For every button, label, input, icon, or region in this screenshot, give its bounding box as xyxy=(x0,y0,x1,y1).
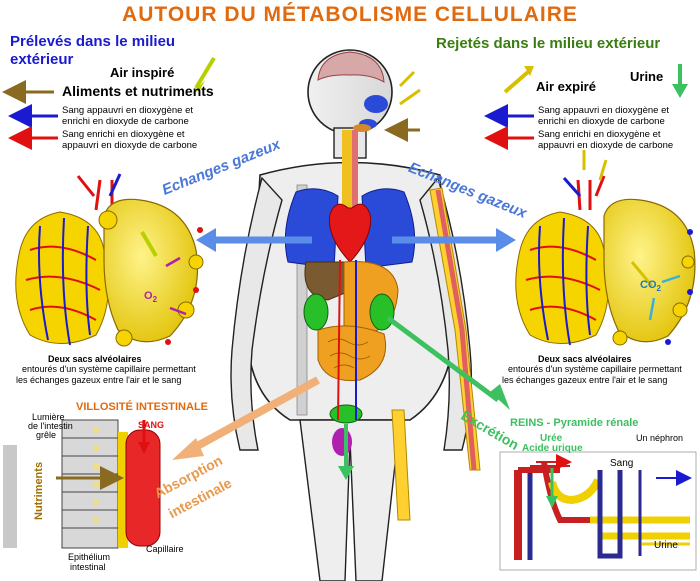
left-heading-line1: Prélevés dans le milieu xyxy=(10,33,176,50)
o2-label: O2 xyxy=(144,290,158,305)
sacs-right-line1: Deux sacs alvéolaires xyxy=(538,354,632,364)
sacs-right-line3: les échanges gazeux entre l'air et le sa… xyxy=(502,375,668,385)
human-figure xyxy=(230,49,481,581)
lumiere-line2: de l'intestin xyxy=(28,421,73,431)
urine-bottom-label: Urine xyxy=(654,540,678,551)
legend-red-right-line1: Sang enrichi en dioxygène et xyxy=(538,129,661,140)
epithelium-line1: Epithélium xyxy=(68,552,111,562)
capillaire-label: Capillaire xyxy=(146,544,184,554)
legend-red-line2: appauvri en dioxyde de carbone xyxy=(62,140,198,151)
legend-arrows xyxy=(2,56,688,150)
co2-label: CO2 xyxy=(640,279,661,294)
uree-label: Urée xyxy=(540,433,563,444)
excretion-arrow xyxy=(386,315,510,410)
un-nephron-label: Un néphron xyxy=(636,433,684,443)
legend-red-right-line2: appauvri en dioxyde de carbone xyxy=(538,140,674,151)
nephron-diagram xyxy=(499,451,697,571)
acide-urique-label: Acide urique xyxy=(522,443,583,454)
right-heading: Rejetés dans le milieu extérieur xyxy=(436,35,661,52)
legend-red-line1: Sang enrichi en dioxygène et xyxy=(62,129,185,140)
sacs-left-line3: les échanges gazeux entre l'air et le sa… xyxy=(16,375,182,385)
sacs-right-line2: entourés d'un système capillaire permett… xyxy=(508,364,682,374)
nutriments-label: Nutriments xyxy=(33,461,45,520)
lumiere-line3: grêle xyxy=(36,430,57,440)
absorption-arrow xyxy=(172,376,320,460)
urine-top-label: Urine xyxy=(630,69,664,84)
alveoli-right xyxy=(515,150,696,346)
sacs-left-line2: entourés d'un système capillaire permett… xyxy=(22,364,196,374)
intestinal-villus xyxy=(3,419,161,549)
left-heading-line2: extérieur xyxy=(10,51,74,68)
aliments-label: Aliments et nutriments xyxy=(62,83,214,99)
legend-blue-right-line1: Sang appauvri en dioxygène et xyxy=(538,105,669,116)
reins-title: REINS - Pyramide rénale xyxy=(510,417,639,429)
gas-exchange-arrows xyxy=(196,228,516,252)
epithelium-line2: intestinal xyxy=(70,562,106,572)
legend-blue-right-line2: enrichi en dioxyde de carbone xyxy=(538,116,665,127)
lumiere-line1: Lumière xyxy=(32,412,65,422)
villosite-title: VILLOSITÉ INTESTINALE xyxy=(76,401,209,413)
sang-label: SANG xyxy=(138,420,165,430)
page-title: AUTOUR DU MÉTABOLISME CELLULAIRE xyxy=(122,3,578,26)
air-inspire-label: Air inspiré xyxy=(110,65,175,80)
sacs-left-line1: Deux sacs alvéolaires xyxy=(48,354,142,364)
alveoli-left xyxy=(15,173,204,347)
legend-blue-line1: Sang appauvri en dioxygène et xyxy=(62,105,193,116)
legend-blue-line2: enrichi en dioxyde de carbone xyxy=(62,116,189,127)
air-expire-label: Air expiré xyxy=(536,79,596,94)
sang-right-label: Sang xyxy=(610,458,634,469)
